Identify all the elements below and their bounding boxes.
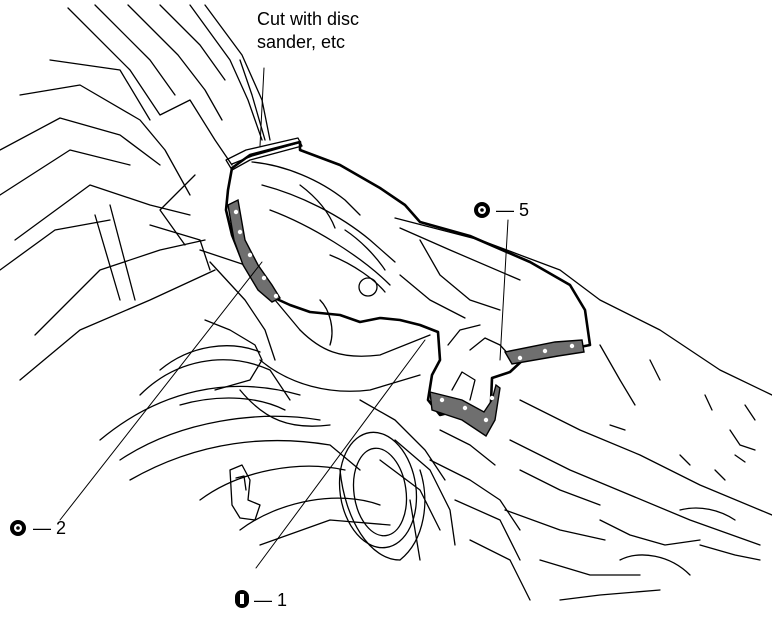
- callout-5-label: — 5: [496, 200, 529, 220]
- replacement-panel: [224, 137, 592, 434]
- cut-note-line2: sander, etc: [257, 32, 345, 52]
- callout-1-label: — 1: [254, 590, 287, 610]
- spot-weld-circle-icon: [10, 520, 26, 536]
- leader-2: [59, 261, 263, 521]
- upper-pillar-lines: [0, 4, 271, 381]
- cut-note-line1: Cut with disc: [257, 9, 359, 29]
- spot-weld-dots: [233, 209, 575, 423]
- wheel-housing: [338, 431, 426, 561]
- weld-strip-left: [227, 198, 281, 303]
- plug-weld-icon: [235, 590, 249, 608]
- callout-2: — 2: [10, 518, 66, 538]
- cut-note-callout: Cut with disc sander, etc: [257, 9, 359, 52]
- weld-areas: [227, 198, 585, 438]
- weld-strip-lower: [429, 383, 501, 438]
- side-rail-lines: [394, 217, 772, 546]
- callout-2-label: — 2: [33, 518, 66, 538]
- leader-5: [499, 219, 509, 361]
- bracket-part: [229, 464, 261, 521]
- floor-and-arch-lines: [99, 249, 761, 601]
- leader-lines: [59, 67, 509, 569]
- leader-cut: [259, 67, 265, 147]
- callout-5: — 5: [474, 200, 529, 220]
- spot-weld-circle-icon: [474, 202, 490, 218]
- leader-1: [255, 339, 426, 569]
- callout-1: — 1: [235, 590, 287, 610]
